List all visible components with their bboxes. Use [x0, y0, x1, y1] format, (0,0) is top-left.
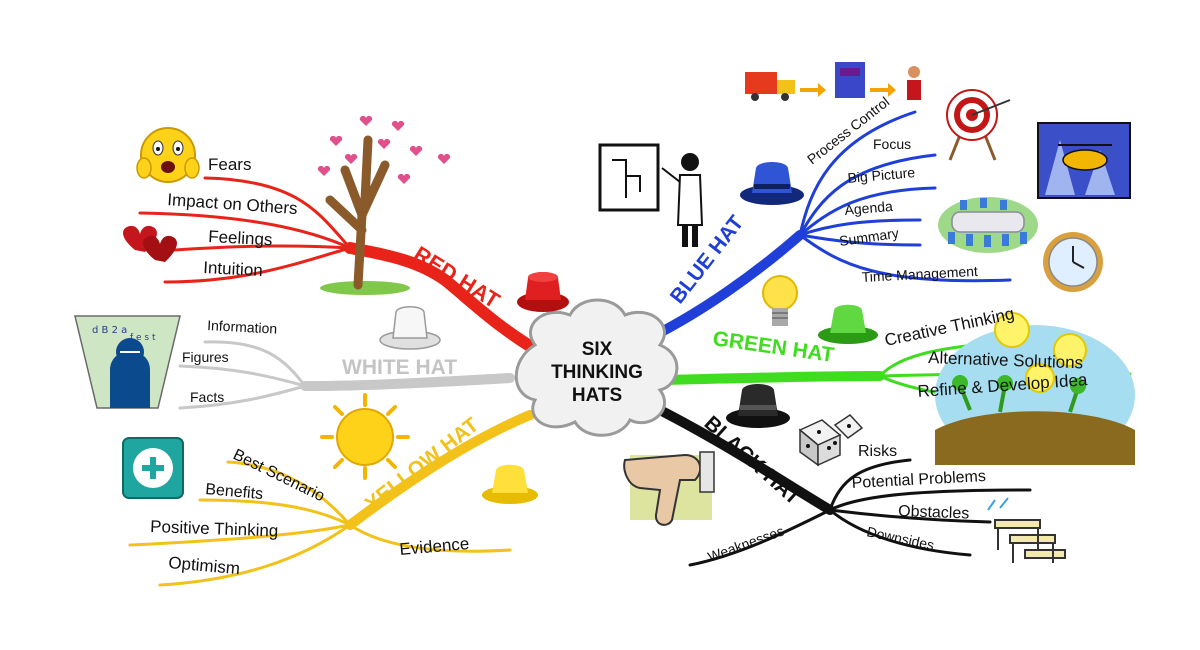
- center-title-line1: SIX: [582, 339, 613, 360]
- blue-branch-process-control: Process Control: [804, 93, 892, 167]
- thumbs-down-icon: [623, 451, 715, 526]
- red-top-hat-icon: [517, 272, 569, 312]
- center-cloud: SIX THINKING HATS: [514, 298, 679, 437]
- white-sub-branches: [178, 340, 307, 410]
- center-title-line2: THINKING: [551, 362, 643, 383]
- black-branch-risks: Risks: [858, 443, 897, 460]
- yellow-top-hat-icon: [482, 464, 538, 504]
- blue-branch-big-picture: Big Picture: [847, 164, 916, 186]
- red-main-branch: [344, 242, 551, 361]
- yellow-branch-optimism: Optimism: [168, 553, 241, 578]
- yellow-branch-positive-thinking: Positive Thinking: [150, 517, 279, 540]
- meeting-table-icon: [938, 197, 1038, 253]
- target-icon: [946, 89, 1011, 161]
- blue-branch-time-management: Time Management: [861, 263, 978, 285]
- dice-icon: [798, 414, 864, 467]
- process-flow-icon: [745, 62, 921, 101]
- black-branch-weaknesses: Weaknesses: [706, 522, 787, 564]
- white-branch-figures: Figures: [182, 349, 229, 365]
- red-sub-branches: [138, 176, 352, 284]
- black-main-branch: [645, 400, 835, 515]
- clock-icon: [1043, 232, 1103, 292]
- white-top-hat-icon: [379, 306, 441, 350]
- red-branch-fears: Fears: [208, 155, 251, 174]
- blue-sub-branches: [798, 110, 1012, 283]
- growing-ideas-icon: [935, 312, 1135, 465]
- green-top-hat-icon: [818, 304, 878, 344]
- sun-icon: [320, 393, 410, 480]
- white-branch-information: Information: [207, 317, 278, 337]
- yellow-branch-benefits: Benefits: [205, 481, 264, 503]
- green-main-branch: [660, 371, 885, 385]
- red-hat-label: RED HAT: [409, 241, 504, 313]
- lightbulb-icon: [762, 275, 798, 326]
- white-main-branch: [300, 373, 515, 391]
- black-branch-downsides: Downsides: [865, 523, 935, 553]
- data-head-icon: d B 2 a f e s t: [74, 315, 181, 409]
- svg-text:d B 2 a: d B 2 a: [92, 325, 127, 336]
- green-hat-label: GREEN HAT: [711, 327, 835, 367]
- heart-tree-icon: [317, 115, 451, 295]
- white-hat-label: WHITE HAT: [342, 356, 457, 379]
- plus-button-icon: [122, 437, 184, 499]
- black-sub-branches: [688, 458, 1032, 567]
- white-branch-facts: Facts: [190, 389, 224, 405]
- center-title-line3: HATS: [572, 385, 622, 406]
- blue-branch-focus: Focus: [873, 136, 911, 152]
- hearts-icon: [123, 225, 177, 262]
- yellow-main-branch: [345, 410, 535, 530]
- yellow-sub-branches: [128, 460, 512, 587]
- yellow-branch-evidence: Evidence: [399, 534, 470, 559]
- hurdles-icon: [987, 497, 1066, 563]
- red-branch-feelings: Feelings: [208, 227, 273, 249]
- presenter-icon: [598, 143, 704, 247]
- scared-face-icon: [136, 127, 200, 183]
- red-branch-intuition: Intuition: [203, 258, 263, 280]
- black-top-hat-icon: [726, 384, 790, 428]
- black-branch-obstacles: Obstacles: [898, 503, 970, 522]
- svg-text:f e s t: f e s t: [130, 333, 156, 343]
- black-branch-potential-problems: Potential Problems: [851, 468, 986, 492]
- blue-top-hat-icon: [740, 162, 804, 205]
- helicopter-icon: [1037, 122, 1131, 199]
- blue-branch-agenda: Agenda: [844, 198, 894, 218]
